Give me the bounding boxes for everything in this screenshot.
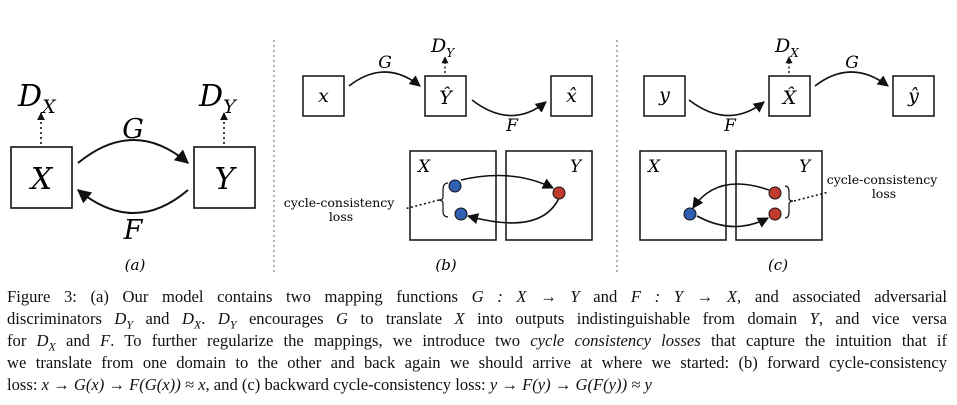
- source-point: [448, 179, 462, 193]
- dy-label: DY: [198, 79, 238, 118]
- node-y-box: [193, 146, 256, 209]
- f-label: F: [723, 116, 737, 136]
- node-x-box: [302, 75, 345, 117]
- g-label: G: [122, 114, 144, 145]
- domain-y-box: [505, 150, 593, 241]
- domain-y-label: Y: [799, 157, 812, 177]
- loss-brace: [438, 182, 449, 218]
- dx-label: DX: [17, 79, 57, 118]
- node-yhat-box: [892, 75, 935, 117]
- panel-c: y X̂ ŷ DX F G X Y cycle-consistency loss…: [639, 35, 942, 274]
- domain-x-box: [639, 150, 727, 241]
- node-x-label: x: [318, 85, 329, 107]
- caption-line-4: we translate from one domain to the othe…: [7, 353, 947, 372]
- g-arrow: [77, 139, 190, 164]
- caption-line-2: discriminators DY and DX. DY encourages …: [7, 309, 947, 332]
- loss-label: cycle-consistency loss: [284, 195, 399, 224]
- backward-arrow: [466, 197, 560, 225]
- node-yhat-box: [424, 75, 467, 117]
- loss-brace: [784, 185, 794, 219]
- caption-line-1: Figure 3: (a) Our model contains two map…: [7, 287, 948, 306]
- node-x-label: X: [29, 162, 54, 197]
- source-point: [768, 186, 782, 200]
- caption-line-5: loss: x → G(x) → F(G(x)) ≈ x, and (c) ba…: [7, 375, 652, 394]
- forward-arrow: [692, 183, 770, 209]
- domain-y-box: [735, 150, 823, 241]
- node-x-box: [10, 146, 73, 209]
- mapped-point: [552, 186, 566, 200]
- f-arrow: [76, 189, 189, 214]
- g-arrow: [348, 71, 421, 87]
- panel-a: X Y DX DY G F (a): [10, 79, 256, 274]
- f-label: F: [123, 215, 144, 246]
- figure-3-diagram: X Y DX DY G F (a) x Ŷ x̂ DY G F X Y: [10, 35, 942, 274]
- figure-caption: Figure 3: (a) Our model contains two map…: [7, 286, 947, 396]
- panel-a-label: (a): [125, 256, 146, 274]
- reconstructed-point: [768, 207, 782, 221]
- caption-line-3: for DX and F. To further regularize the …: [7, 331, 948, 354]
- node-y-label: y: [658, 84, 670, 106]
- node-yhat-label: ŷ: [907, 85, 919, 107]
- panel-c-label: (c): [768, 256, 788, 274]
- loss-pointer: [403, 199, 440, 210]
- g-arrow: [814, 71, 889, 87]
- f-label: F: [505, 116, 519, 136]
- domain-x-label: X: [416, 157, 431, 177]
- g-label: G: [845, 53, 859, 73]
- node-y-box: [643, 75, 686, 117]
- domain-y-label: Y: [570, 157, 583, 177]
- node-xhat-box: [768, 75, 811, 117]
- g-label: G: [378, 53, 392, 73]
- node-xhat-label: x̂: [566, 85, 577, 107]
- figure-label: Figure 3:: [7, 287, 77, 306]
- caption-emphasis: cycle consistency losses: [530, 331, 701, 350]
- node-xhat-label: X̂: [781, 87, 798, 109]
- dy-label: DY: [430, 35, 455, 60]
- panel-b: x Ŷ x̂ DY G F X Y cycle-consistency loss…: [284, 35, 593, 274]
- loss-label: cycle-consistency loss: [827, 172, 942, 201]
- node-y-label: Y: [215, 162, 238, 197]
- backward-arrow: [696, 215, 769, 228]
- forward-arrow: [460, 174, 555, 189]
- domain-x-box: [409, 150, 497, 241]
- loss-pointer: [793, 191, 830, 202]
- mapped-point: [683, 207, 697, 221]
- dx-label: DX: [774, 35, 799, 60]
- panel-b-label: (b): [435, 256, 456, 274]
- node-xhat-box: [550, 75, 593, 117]
- domain-x-label: X: [646, 157, 661, 177]
- f-arrow: [688, 99, 765, 117]
- f-arrow: [471, 99, 547, 117]
- node-yhat-label: Ŷ: [439, 86, 454, 109]
- reconstructed-point: [454, 207, 468, 221]
